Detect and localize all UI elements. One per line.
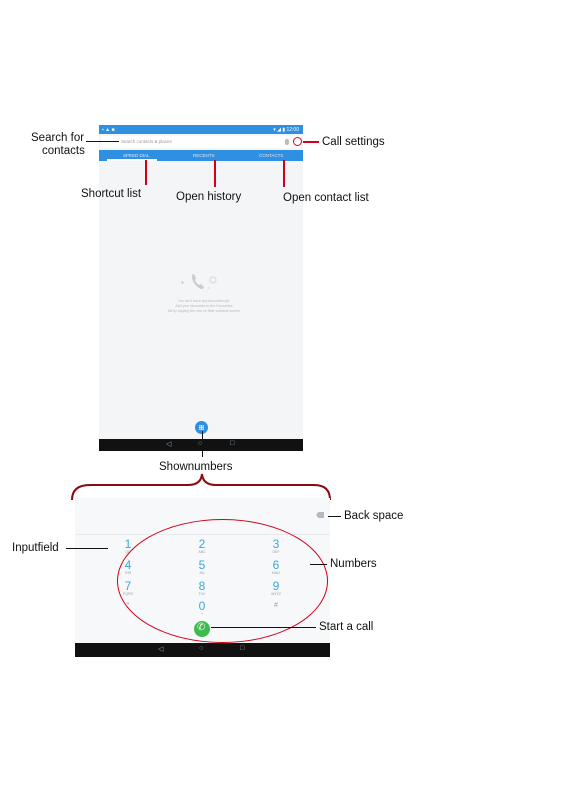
microphone-icon[interactable] <box>285 139 289 145</box>
dialpad-button[interactable] <box>195 421 208 434</box>
callout-show-numbers: Shownumbers <box>159 461 233 473</box>
status-icons-left: ▪ ▲ ■ <box>102 127 115 133</box>
nav-back-icon[interactable]: ◁ <box>158 646 164 653</box>
backspace-icon[interactable] <box>316 512 324 518</box>
leader-line <box>214 160 216 187</box>
callout-numbers: Numbers <box>330 558 377 570</box>
search-input[interactable]: Search contacts & places <box>121 139 172 144</box>
leader-line <box>310 564 327 565</box>
status-icons-right: ▾ ◢ ▮ 12:00 <box>273 127 299 133</box>
navigation-bar: ◁ ○ □ <box>99 439 303 451</box>
callout-search-line2: contacts <box>42 145 85 157</box>
callout-start-call: Start a call <box>319 621 374 633</box>
nav-back-icon[interactable]: ◁ <box>166 441 172 448</box>
dialpad-icon <box>199 425 204 430</box>
leader-line <box>202 431 203 457</box>
leader-line <box>303 141 319 143</box>
callout-back-space: Back space <box>344 510 404 522</box>
leader-line <box>283 160 285 187</box>
callout-search-line1: Search for <box>31 132 85 144</box>
callout-shortcut-list: Shortcut list <box>81 188 142 200</box>
empty-state-text: You don't have any favourites yet. Add y… <box>167 299 241 313</box>
brace <box>71 473 331 501</box>
callout-open-history: Open history <box>176 191 242 203</box>
nav-home-icon[interactable]: ○ <box>199 645 204 652</box>
leader-line <box>328 516 341 517</box>
callout-inputfield: Inputfield <box>12 542 59 554</box>
callout-call-settings: Call settings <box>322 136 385 148</box>
search-bar[interactable]: Search contacts & places <box>101 136 302 148</box>
leader-line <box>86 141 119 142</box>
tab-contacts[interactable]: CONTACTS <box>259 153 284 158</box>
leader-line <box>66 548 108 549</box>
numbers-highlight-ellipse <box>117 519 328 643</box>
status-bar: ▪ ▲ ■ ▾ ◢ ▮ 12:00 <box>99 125 303 134</box>
nav-recents-icon[interactable]: □ <box>230 440 235 447</box>
tab-indicator <box>107 159 157 161</box>
navigation-bar: ◁ ○ □ <box>75 643 330 657</box>
leader-line <box>145 160 147 185</box>
overflow-menu-icon[interactable] <box>293 137 302 146</box>
leader-line <box>211 627 316 628</box>
tab-speed-dial[interactable]: SPEED DIAL <box>123 153 150 158</box>
tab-recents[interactable]: RECENTS <box>193 153 215 158</box>
callout-open-contact-list: Open contact list <box>283 192 369 204</box>
nav-home-icon[interactable]: ○ <box>198 440 203 447</box>
phone-screen-contacts: ▪ ▲ ■ ▾ ◢ ▮ 12:00 Search contacts & plac… <box>99 125 303 451</box>
tab-bar: SPEED DIAL RECENTS CONTACTS <box>99 150 303 161</box>
nav-recents-icon[interactable]: □ <box>240 645 245 652</box>
phone-icon <box>181 274 217 289</box>
